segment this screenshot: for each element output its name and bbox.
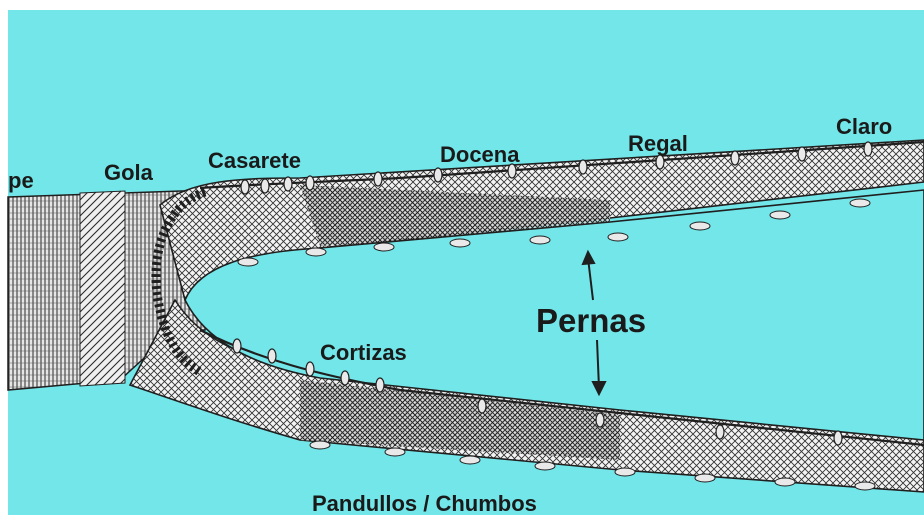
- label-cope: pe: [8, 170, 34, 192]
- label-docena: Docena: [440, 144, 519, 166]
- label-casarete: Casarete: [208, 150, 301, 172]
- gola-section: [80, 191, 125, 386]
- label-regal: Regal: [628, 133, 688, 155]
- label-pandullos: Pandullos / Chumbos: [312, 493, 537, 515]
- label-pernas: Pernas: [536, 304, 646, 337]
- label-gola: Gola: [104, 162, 153, 184]
- label-cortizas: Cortizas: [320, 342, 407, 364]
- label-claro: Claro: [836, 116, 892, 138]
